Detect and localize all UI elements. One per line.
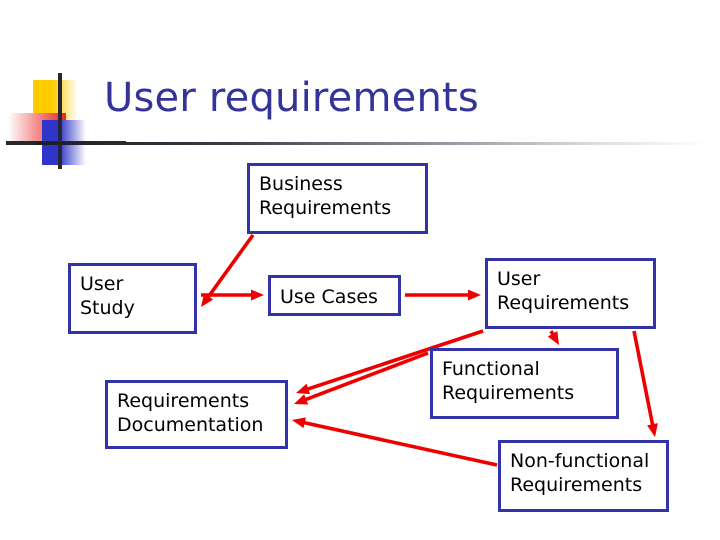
- edge-use-cases-to-user-req-head: [468, 289, 481, 301]
- edge-functional-to-req-doc: [294, 351, 429, 405]
- edge-use-cases-to-user-req: [405, 289, 481, 301]
- edge-user-req-to-req-doc-head: [296, 383, 311, 395]
- node-functional-requirements[interactable]: Functional Requirements: [430, 348, 619, 419]
- edge-user-study-to-use-cases-head: [251, 289, 264, 301]
- edge-business-to-user-study-head: [201, 293, 214, 307]
- node-non-functional-requirements[interactable]: Non-functional Requirements: [498, 440, 669, 512]
- edge-user-req-to-non-functional-line: [632, 330, 655, 428]
- node-use-cases[interactable]: Use Cases: [268, 275, 401, 316]
- edge-user-study-to-use-cases: [201, 289, 264, 301]
- edge-user-req-to-non-functional: [632, 330, 658, 437]
- page-title: User requirements: [104, 75, 479, 121]
- edge-functional-to-req-doc-line: [302, 351, 429, 403]
- node-requirements-documentation[interactable]: Requirements Documentation: [105, 380, 288, 449]
- crosshair-vertical-icon: [58, 73, 62, 169]
- edge-non-functional-to-req-doc: [292, 417, 498, 467]
- edge-non-functional-to-req-doc-head: [292, 417, 306, 429]
- node-user-requirements[interactable]: User Requirements: [485, 258, 656, 329]
- edge-user-req-to-non-functional-head: [647, 423, 658, 437]
- edge-user-req-to-functional: [547, 330, 559, 345]
- edge-functional-to-req-doc-head: [294, 394, 309, 405]
- edge-user-req-to-functional-line: [549, 330, 556, 338]
- edge-non-functional-to-req-doc-line: [301, 420, 498, 467]
- node-user-study[interactable]: User Study: [68, 263, 197, 334]
- title-divider: [36, 142, 708, 145]
- edge-business-to-user-study-line: [205, 233, 255, 300]
- edge-business-to-user-study: [201, 233, 255, 307]
- edge-user-req-to-functional-head: [547, 330, 559, 345]
- node-business-requirements[interactable]: Business Requirements: [247, 163, 428, 234]
